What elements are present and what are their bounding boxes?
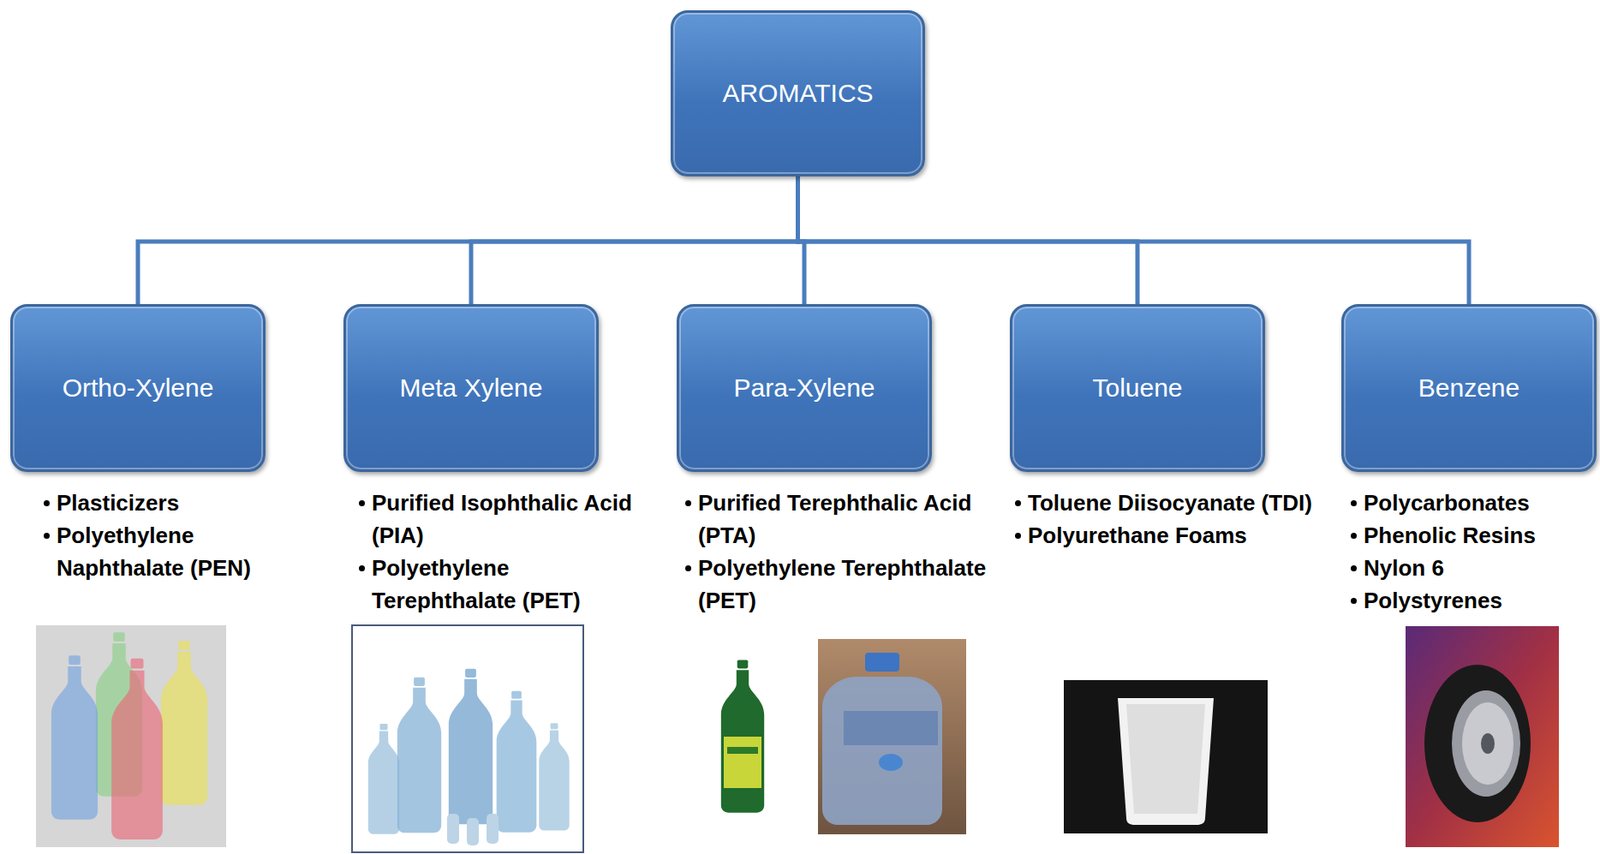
box-label: AROMATICS bbox=[713, 77, 882, 109]
bullet-dot bbox=[358, 565, 365, 572]
product-label: Toluene Diisocyanate (TDI) bbox=[1027, 489, 1313, 516]
box-label: Toluene bbox=[1083, 372, 1191, 404]
list-item: Toluene Diisocyanate (TDI) bbox=[1027, 486, 1337, 520]
list-item: Polyethylene Terephthalate (PET) bbox=[371, 551, 655, 617]
bullet-dot bbox=[685, 500, 692, 507]
bullet-list: PlasticizersPolyethylene Naphthalate (PE… bbox=[56, 486, 297, 585]
bullet-list: PolycarbonatesPhenolic ResinsNylon 6 Poly… bbox=[1363, 486, 1594, 617]
box-label: Meta Xylene bbox=[391, 372, 552, 404]
bullet-dot bbox=[1350, 532, 1357, 539]
product-label: Phenolic Resins bbox=[1363, 522, 1536, 549]
tree-connector bbox=[137, 176, 799, 305]
box-label: Benzene bbox=[1409, 372, 1529, 404]
product-label: Polyethylene Terephthalate (PET) bbox=[371, 555, 581, 614]
cup-photo bbox=[1063, 680, 1268, 834]
bottles-photo bbox=[352, 625, 584, 853]
process-box: Ortho-Xylene bbox=[10, 304, 266, 472]
bottles-photo bbox=[35, 625, 227, 848]
bullet-dot bbox=[1350, 500, 1357, 507]
product-label: Nylon 6 bbox=[1363, 555, 1445, 581]
product-label: Purified Isophthalic Acid (PIA) bbox=[371, 489, 633, 549]
bullet-dot bbox=[685, 565, 692, 572]
tree-connector bbox=[798, 176, 1470, 305]
product-label: Polyethylene Terephthalate (PET) bbox=[698, 555, 986, 614]
bullet-list: Purified Terephthalic Acid (PTA) Polyethy… bbox=[698, 486, 994, 617]
process-box: Para-Xylene bbox=[676, 304, 932, 472]
list-item: Phenolic Resins bbox=[1363, 519, 1594, 552]
product-label: Polyurethane Foams bbox=[1027, 522, 1248, 549]
process-box: Toluene bbox=[1009, 304, 1266, 472]
bottle-photo bbox=[721, 660, 765, 813]
product-label: Polyethylene Naphthalate (PEN) bbox=[56, 522, 251, 581]
bullet-dot bbox=[1350, 565, 1357, 572]
bullet-dot bbox=[43, 532, 50, 539]
box-label: Para-Xylene bbox=[724, 372, 884, 404]
tree-connector bbox=[471, 176, 799, 305]
product-label: Purified Terephthalic Acid (PTA) bbox=[698, 489, 972, 549]
product-label: Plasticizers bbox=[56, 489, 180, 516]
product-label: Polycarbonates bbox=[1363, 489, 1530, 516]
bullet-dot bbox=[43, 500, 50, 507]
tire-photo bbox=[1405, 626, 1559, 848]
bullet-dot bbox=[358, 500, 365, 507]
bullet-list: Purified Isophthalic Acid (PIA) Polyethyl… bbox=[371, 486, 655, 617]
box-label: Ortho-Xylene bbox=[53, 372, 223, 404]
list-item: Plasticizers bbox=[56, 486, 297, 520]
bullet-dot bbox=[1350, 597, 1357, 604]
list-item: Polyethylene Terephthalate (PET) bbox=[698, 551, 994, 617]
list-item: Polycarbonates bbox=[1363, 486, 1594, 520]
process-box: Benzene bbox=[1341, 304, 1597, 472]
list-item: Purified Isophthalic Acid (PIA) bbox=[371, 486, 655, 552]
jug-photo bbox=[817, 638, 967, 835]
bullet-list: Toluene Diisocyanate (TDI) Polyurethane F… bbox=[1027, 486, 1337, 552]
list-item: Polystyrenes bbox=[1363, 584, 1594, 617]
list-item: Nylon 6 bbox=[1363, 551, 1594, 585]
bullet-dot bbox=[1014, 532, 1021, 539]
list-item: Purified Terephthalic Acid (PTA) bbox=[698, 486, 994, 552]
list-item: Polyurethane Foams bbox=[1027, 519, 1337, 552]
product-label: Polystyrenes bbox=[1363, 587, 1503, 614]
process-box: Meta Xylene bbox=[343, 304, 599, 472]
bullet-dot bbox=[1014, 500, 1021, 507]
list-item: Polyethylene Naphthalate (PEN) bbox=[56, 519, 297, 585]
process-box: AROMATICS bbox=[670, 10, 926, 177]
